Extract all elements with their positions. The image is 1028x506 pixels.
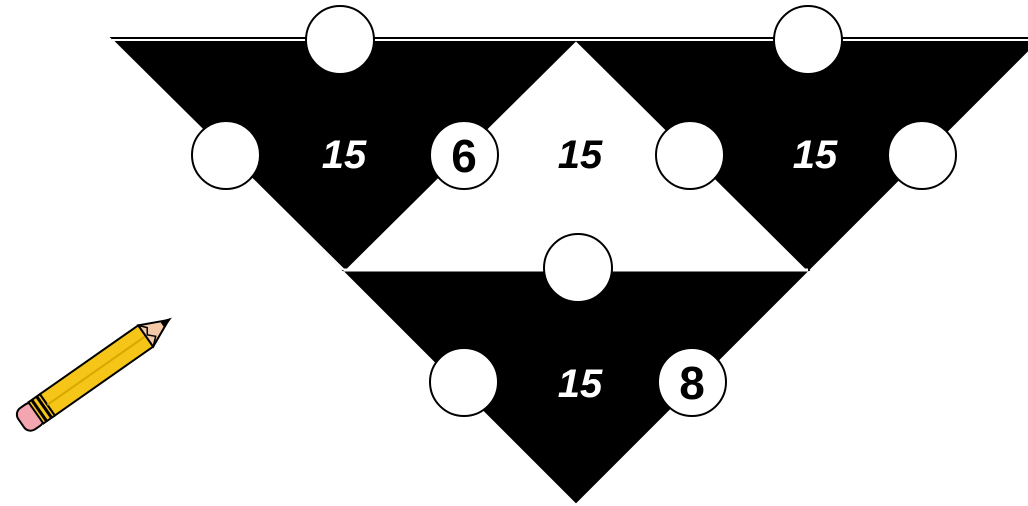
circle-top-right-right[interactable] <box>888 121 956 189</box>
circle-shared-center-bottom[interactable] <box>544 234 612 302</box>
circle-bottom-right[interactable]: 8 <box>658 348 726 416</box>
circle-value: 6 <box>451 130 477 182</box>
sum-center: 15 <box>558 133 603 177</box>
circle-bottom-left[interactable] <box>430 348 498 416</box>
pencil-icon <box>14 307 180 434</box>
circle-shared-center-right[interactable] <box>656 121 724 189</box>
circle-value: 8 <box>679 357 705 409</box>
sum-bottom: 15 <box>558 362 603 406</box>
circle-top-left-top[interactable] <box>306 6 374 74</box>
circle-top-right-top[interactable] <box>774 6 842 74</box>
sum-top-left: 15 <box>322 133 367 177</box>
sum-top-right: 15 <box>793 133 838 177</box>
circle-top-left-left[interactable] <box>192 121 260 189</box>
circle-shared-left-center[interactable]: 6 <box>430 121 498 189</box>
